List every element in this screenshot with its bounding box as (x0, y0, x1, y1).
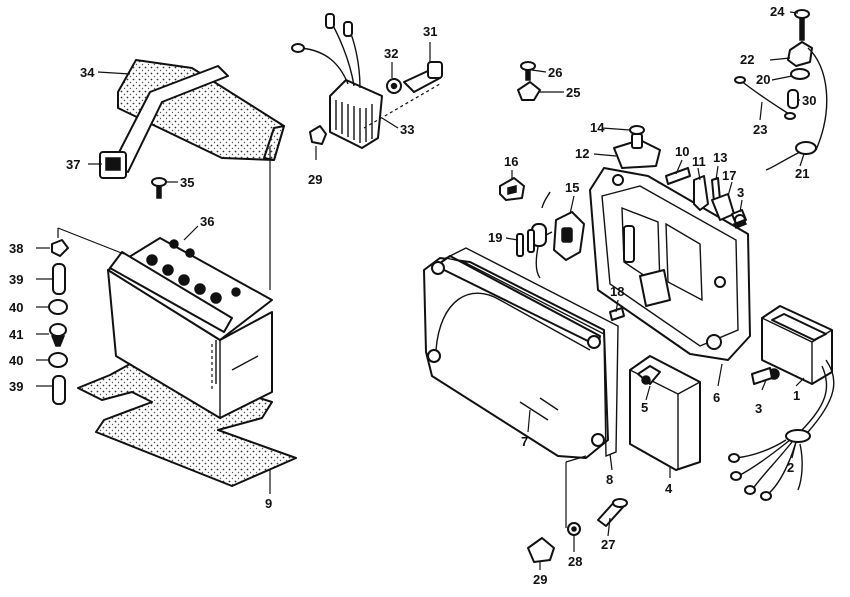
callout-19: 19 (488, 230, 502, 245)
callout-8: 8 (606, 472, 613, 487)
wiring-harness-icon (728, 359, 835, 501)
callout-22: 22 (740, 52, 754, 67)
callout-24: 24 (770, 4, 785, 19)
callout-9: 9 (265, 496, 272, 511)
battery-strap-icon (99, 65, 229, 179)
small-hardware-icon (517, 61, 748, 563)
callout-15: 15 (565, 180, 579, 195)
callout-2: 2 (787, 460, 794, 475)
regulator-leaders (315, 42, 441, 160)
fuse-holder-icon (516, 191, 585, 279)
callout-35: 35 (180, 175, 194, 190)
callout-3b: 3 (755, 401, 762, 416)
callout-37: 37 (66, 157, 80, 172)
callout-34: 34 (80, 65, 95, 80)
callout-12: 12 (575, 146, 589, 161)
callout-29b: 29 (308, 172, 322, 187)
callout-4: 4 (665, 481, 673, 496)
cdi-unit-icon (629, 355, 701, 471)
callout-31: 31 (423, 24, 437, 39)
callout-39b: 39 (9, 379, 23, 394)
battery-cover-icon (117, 59, 285, 161)
battery-icon (107, 237, 273, 419)
callout-16: 16 (504, 154, 518, 169)
callout-labels: 1 2 3 3 4 5 6 7 8 9 10 11 12 13 14 15 16… (9, 4, 816, 587)
callout-30: 30 (802, 93, 816, 108)
callout-21: 21 (795, 166, 809, 181)
callout-40b: 40 (9, 353, 23, 368)
electrical-box-cover-icon (423, 255, 609, 459)
callout-27: 27 (601, 537, 615, 552)
electrical-box-icon (589, 167, 751, 361)
callout-28: 28 (568, 554, 582, 569)
callout-23: 23 (753, 122, 767, 137)
callout-29a: 29 (533, 572, 547, 587)
callout-39a: 39 (9, 272, 23, 287)
callout-10: 10 (675, 144, 689, 159)
battery-leaders (36, 71, 271, 494)
callout-11: 11 (692, 154, 706, 169)
callout-6: 6 (713, 390, 720, 405)
callout-33: 33 (400, 122, 414, 137)
callout-5: 5 (641, 400, 648, 415)
gasket-icon (443, 247, 619, 458)
cable-grommet-icon (499, 177, 525, 201)
callout-41: 41 (9, 327, 23, 342)
callout-13: 13 (713, 150, 727, 165)
voltage-regulator-icon (291, 13, 383, 149)
callout-3a: 3 (737, 185, 744, 200)
vent-tube-assembly-icon (48, 239, 69, 405)
regulator-hardware-icon (309, 61, 443, 145)
starter-relay-icon (751, 305, 833, 385)
callout-20: 20 (756, 72, 770, 87)
callout-7: 7 (521, 434, 528, 449)
callout-40a: 40 (9, 300, 23, 315)
callout-14: 14 (590, 120, 605, 135)
ground-wire-icon (734, 9, 828, 171)
right-leaders (505, 11, 805, 570)
callout-25: 25 (566, 85, 580, 100)
callout-36: 36 (200, 214, 214, 229)
callout-26: 26 (548, 65, 562, 80)
cover-screw-icon (151, 177, 167, 199)
callout-18: 18 (610, 284, 624, 299)
callout-38: 38 (9, 241, 23, 256)
callout-32: 32 (384, 46, 398, 61)
callout-1: 1 (793, 388, 800, 403)
callout-17: 17 (722, 168, 736, 183)
